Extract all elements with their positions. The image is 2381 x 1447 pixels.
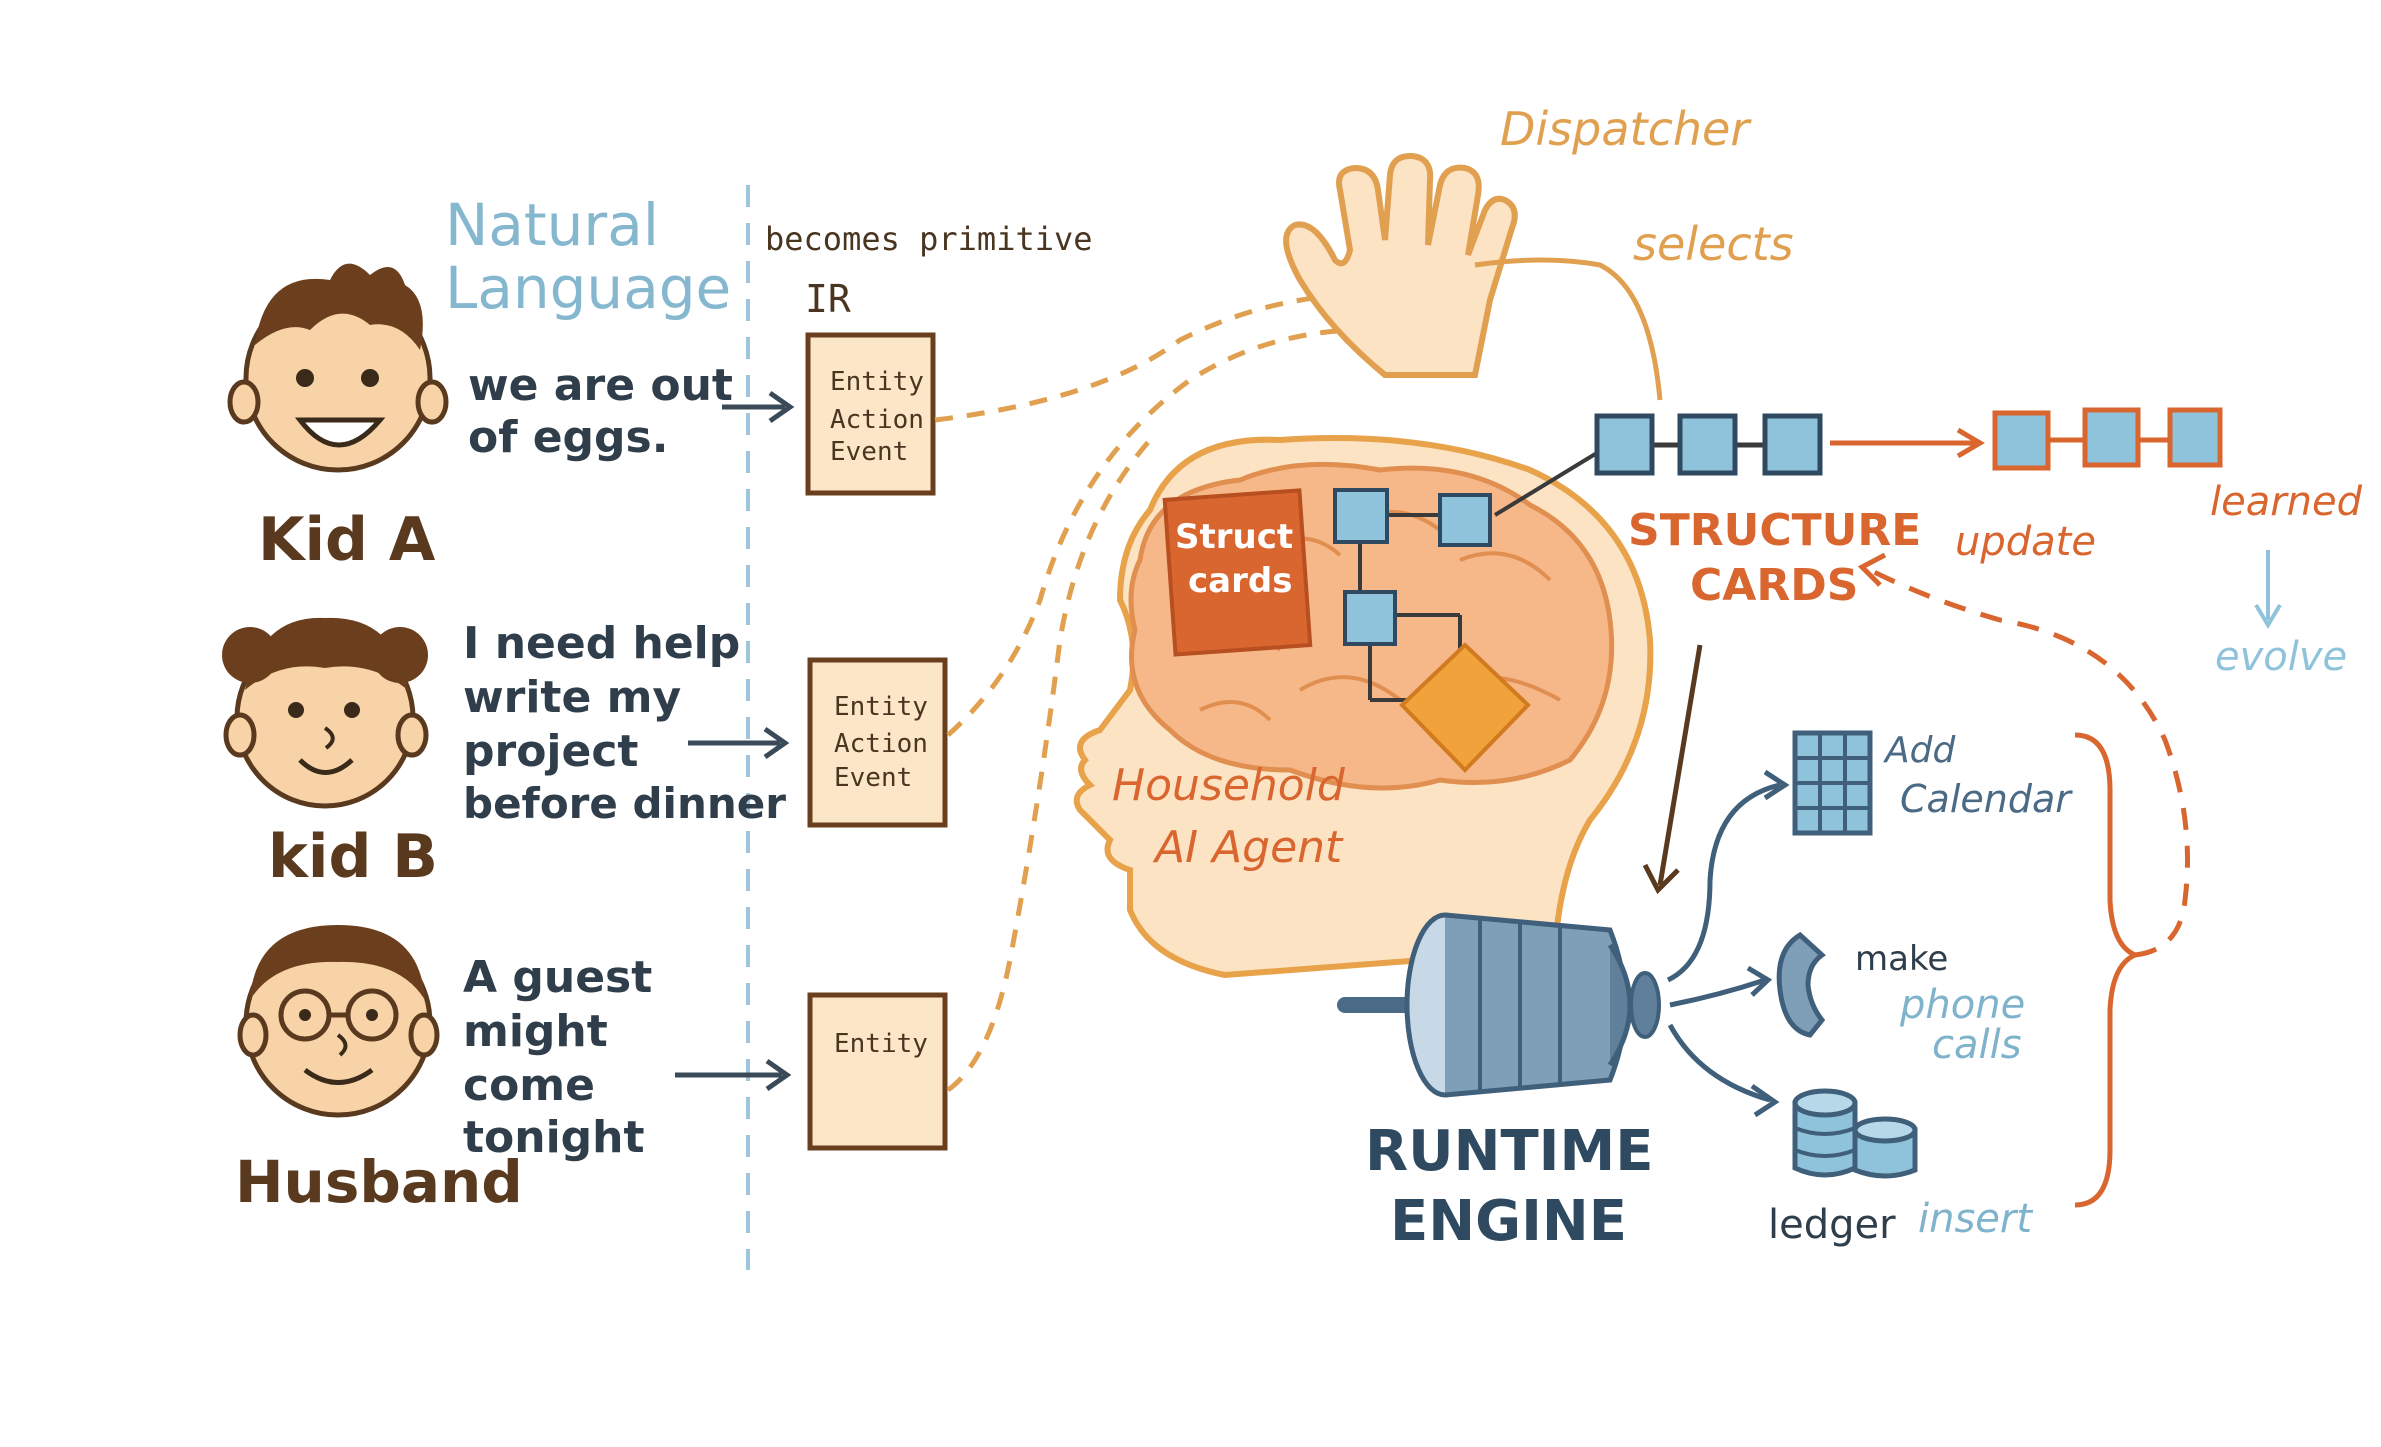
actions-brace (2074, 732, 2142, 1208)
phone-icon (1776, 931, 1826, 1038)
update-label: update (1955, 519, 2096, 565)
dispatcher-hand-icon (1283, 152, 1518, 378)
kid-b-name: kid B (268, 822, 438, 892)
kid-b-utterance-line3: project (463, 726, 638, 777)
kid-b-utterance-line1: I need help (463, 618, 740, 669)
ir-link-kid-b (946, 327, 1351, 737)
husband-ir-card (807, 992, 948, 1151)
ir-link-kid-a (934, 292, 1346, 423)
learned-card-node-1 (1992, 410, 2051, 471)
runtime-engine-icon (1337, 912, 1661, 1098)
ir-link-husband (946, 438, 1152, 1093)
learned-label: learned (2210, 479, 2363, 525)
kid-a-ir-entity: Entity (830, 367, 924, 397)
runtime-to-phone-arrow (1669, 977, 1766, 1008)
kid-a-ir-card (805, 332, 936, 496)
evolve-label: evolve (2215, 634, 2347, 680)
husband-ir-entity: Entity (834, 1029, 928, 1059)
brain-graph (1333, 443, 1612, 773)
insert-label: insert (1918, 1196, 2033, 1242)
kid-b-ir-event: Event (834, 763, 912, 793)
learned-cards-chain (1992, 407, 2223, 471)
husband-utterance-line1: A guest (463, 952, 652, 1003)
natural-language-title-line1: Natural (445, 191, 659, 259)
selects-curve (1474, 257, 1663, 401)
kid-a-name: Kid A (258, 505, 436, 575)
husband-utterance-line4: tonight (463, 1112, 645, 1163)
struct-cards-line2: cards (1188, 561, 1292, 601)
husband-utterance-line3: come (463, 1060, 595, 1111)
brain-decision-diamond (1399, 642, 1531, 773)
husband-face-icon (237, 925, 440, 1118)
phone-make-label: make (1855, 939, 1948, 979)
kid-a-ir-action: Action (830, 405, 924, 435)
structure-cards-chain (1594, 413, 1823, 476)
brain-node-3 (1343, 590, 1397, 646)
phone-calls-line1: phone (1899, 982, 2025, 1028)
learned-card-node-3 (2167, 407, 2223, 468)
dispatcher-label: Dispatcher (1500, 102, 1752, 156)
kid-b-utterance-line4: before dinner (463, 779, 786, 828)
selects-label: selects (1633, 217, 1794, 271)
phone-calls-line2: calls (1932, 1022, 2022, 1068)
update-arrow (1830, 427, 1985, 459)
structure-cards-title-line2: CARDS (1690, 560, 1858, 611)
runtime-to-ledger-arrow (1667, 1023, 1771, 1103)
kid-b-ir-entity: Entity (834, 692, 928, 722)
runtime-to-calendar-arrow (1666, 782, 1781, 983)
brain-node-2 (1438, 493, 1492, 547)
kid-a-utterance-line2: of eggs. (468, 412, 668, 463)
structure-card-node-2 (1677, 413, 1738, 476)
kid-b-ir-action: Action (834, 729, 928, 759)
calendar-arrowhead (1763, 769, 1790, 801)
kid-b-utterance-line2: write my (463, 672, 681, 723)
add-calendar-line2: Calendar (1900, 777, 2073, 821)
kid-a-arrow (722, 390, 795, 424)
kid-b-ir-card (807, 657, 948, 828)
add-calendar-line1: Add (1883, 730, 1956, 771)
struct-cards-block (1162, 488, 1313, 657)
kid-b-arrow (688, 726, 790, 760)
husband-arrow (675, 1058, 792, 1092)
phone-arrowhead (1746, 965, 1773, 997)
structure-card-node-3 (1762, 413, 1823, 476)
cards-to-runtime-arrow (1642, 644, 1703, 895)
learned-card-node-2 (2082, 407, 2141, 468)
becomes-primitive-label: becomes primitive (765, 220, 1093, 258)
kid-a-face-icon (227, 263, 449, 473)
ledger-database-icon (1792, 1088, 1918, 1179)
ir-label: IR (805, 277, 851, 321)
kid-b-face-icon (222, 617, 429, 809)
husband-name: Husband (235, 1148, 523, 1216)
kid-a-utterance-line1: we are out (468, 360, 733, 411)
kid-a-ir-event: Event (830, 437, 908, 467)
structure-card-node-1 (1594, 413, 1655, 476)
runtime-engine-line2: ENGINE (1390, 1189, 1627, 1254)
ledger-label: ledger (1768, 1202, 1896, 1248)
household-agent-line2: AI Agent (1152, 822, 1344, 873)
brain-node-1 (1333, 488, 1389, 544)
structure-cards-title-line1: STRUCTURE (1628, 505, 1921, 556)
calendar-icon (1792, 730, 1873, 836)
feedback-loop (1868, 567, 2190, 958)
runtime-engine-line1: RUNTIME (1365, 1119, 1653, 1184)
struct-cards-line1: Struct (1175, 517, 1293, 557)
feedback-arrowhead (1857, 552, 1887, 587)
evolve-arrow (2254, 550, 2282, 629)
ledger-arrowhead (1750, 1083, 1780, 1118)
husband-utterance-line2: might (463, 1006, 608, 1057)
household-agent-line1: Household (1112, 760, 1346, 811)
natural-language-title-line2: Language (445, 254, 731, 322)
